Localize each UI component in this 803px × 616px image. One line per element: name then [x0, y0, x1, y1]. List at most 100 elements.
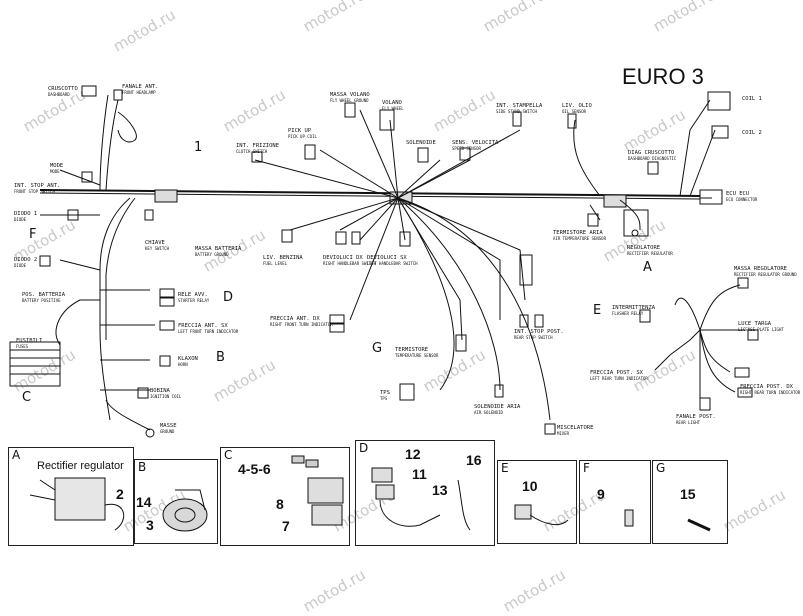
- connector-label-subtext: MODE: [50, 169, 60, 174]
- panel-d-frame: [355, 440, 495, 546]
- connector-label-text: RELE AVV.: [178, 292, 208, 298]
- connector-label-subtext: RECTIFIER REGULATOR: [627, 251, 673, 256]
- connector-label-subtext: MIXER: [557, 431, 570, 436]
- panel-a-frame: [8, 447, 134, 546]
- connector-label-subtext: REAR LIGHT: [676, 420, 701, 425]
- panel-c-number-1: 4-5-6: [238, 461, 271, 477]
- panel-c-number-3: 7: [282, 518, 290, 534]
- connector-label-text: INTERMITTENZA: [612, 305, 656, 311]
- connector-label-subtext: FRONT HEADLAMP: [122, 90, 156, 95]
- connector-label-subtext: LEFT REAR TURN INDICATOR: [590, 376, 648, 381]
- connector-label-text: COIL 1: [742, 96, 762, 102]
- connector-label-coil1: COIL 1: [742, 96, 762, 102]
- connector-label-subtext: LEFT FRONT TURN INDICATOR: [178, 329, 239, 334]
- connector-label-subtext: FLASHER RELAY: [612, 311, 644, 316]
- connector-label-text: PICK UP: [288, 128, 312, 134]
- connector-label-subtext: SPEED SENSOR: [452, 146, 481, 151]
- connector-label-text: MASSA REGOLATORE: [734, 266, 787, 272]
- panel-c-letter: C: [224, 448, 233, 462]
- connector-label-text: REGOLATORE: [627, 245, 661, 251]
- connector-label-text: INT. FRIZIONE: [236, 143, 280, 149]
- connector-label-text: FUSIBILI: [16, 338, 43, 344]
- panel-a-number-1: 2: [116, 486, 124, 502]
- panel-f-number-1: 9: [597, 486, 605, 502]
- callout-f: F: [29, 227, 37, 242]
- callout-e: E: [593, 303, 602, 318]
- connector-label-text: CRUSCOTTO: [48, 86, 78, 92]
- connector-label-text: FRECCIA POST. DX: [740, 384, 793, 390]
- connector-label-text: FRECCIA ANT. DX: [270, 316, 320, 322]
- connector-label-text: INT. STOP POST.: [514, 329, 564, 335]
- connector-label-text: DIODO 1: [14, 211, 38, 217]
- connector-label-subtext: OIL SENSOR: [562, 109, 587, 114]
- connector-label-text: DIODO 2: [14, 257, 38, 263]
- panel-e-letter: E: [501, 461, 509, 475]
- connector-label-subtext: BATTERY POSITIVE: [22, 298, 61, 303]
- callout-c: C: [22, 390, 32, 405]
- panel-e-frame: [497, 460, 577, 544]
- connector-label-text: MASSA BATTERIA: [195, 246, 242, 252]
- panel-c-number-2: 8: [276, 496, 284, 512]
- connector-label-text: FANALE POST.: [676, 414, 716, 420]
- panel-f-frame: [579, 460, 651, 544]
- panel-g-letter: G: [656, 461, 666, 475]
- connector-label-fanale-post: FANALE POST.REAR LIGHT: [676, 414, 716, 425]
- connector-label-text: FRECCIA POST. SX: [590, 370, 643, 376]
- connector-label-subtext: REAR STOP SWITCH: [514, 335, 553, 340]
- connector-label-text: SOLENOIDE: [406, 140, 436, 146]
- connector-label-subtext: FLY WHEEL GROUND: [330, 98, 369, 103]
- connector-label-text: TPS: [380, 390, 390, 396]
- connector-label-subtext: DASHBOARD: [48, 92, 70, 97]
- connector-label-subtext: PICK UP COIL: [288, 134, 317, 139]
- connector-label-subtext: GROUND: [160, 429, 175, 434]
- connector-label-text: LIV. OLIO: [562, 103, 592, 109]
- connector-label-subtext: LEFT HANDLEBAR SWITCH: [367, 261, 418, 266]
- callout-g: G: [372, 341, 383, 356]
- connector-label-subtext: DIODE: [14, 263, 27, 268]
- connector-label-text: MASSE: [160, 423, 177, 429]
- connector-label-subtext: RIGHT REAR TURN INDICATOR: [740, 390, 801, 395]
- connector-label-text: MODE: [50, 163, 64, 169]
- connector-label-text: CHIAVE: [145, 240, 165, 246]
- connector-label-subtext: IGNITION COIL: [150, 394, 182, 399]
- connector-label-text: DEVIOLUCI SX: [367, 255, 407, 261]
- panel-c-frame: [220, 447, 350, 546]
- connector-label-text: COIL 2: [742, 130, 762, 136]
- left-harness-branch: [99, 197, 131, 421]
- connector-label-text: KLAXON: [178, 356, 198, 362]
- panel-d-letter: D: [359, 441, 369, 455]
- connector-label-sens-velocita: SENS. VELOCITA'SPEED SENSOR: [452, 140, 502, 151]
- connector-label-rele-avv: RELE AVV.STARTER RELAY: [178, 292, 209, 303]
- connector-label-text: INT. STAMPELLA: [496, 103, 543, 109]
- connector-label-subtext: KEY SWITCH: [145, 246, 170, 251]
- connector-label-subtext: AIR SOLENOID: [474, 410, 503, 415]
- connector-label-subtext: BATTERY GROUND: [195, 252, 229, 257]
- callout-d: D: [223, 290, 234, 305]
- connector-label-subtext: SIDE STAND SWITCH: [496, 109, 537, 114]
- panel-a-caption: Rectifier regulator: [37, 460, 124, 472]
- connector-label-subtext: FUSES: [16, 344, 29, 349]
- connector-label-subtext: FLY WHEEL: [382, 106, 404, 111]
- panel-g-number-1: 15: [680, 486, 696, 502]
- connector-label-text: DEVIOLUCI DX: [323, 255, 363, 261]
- connector-label-text: MISCELATORE: [557, 425, 594, 431]
